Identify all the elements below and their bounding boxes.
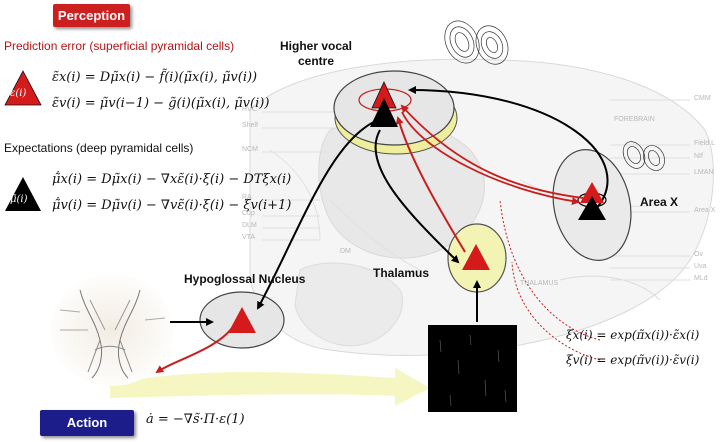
equation-action: ȧ = −∇s̃·Π·ε(1) bbox=[146, 412, 245, 427]
legend-expectation-symbol: μ̃(i) bbox=[10, 194, 28, 205]
brain-label-dlm: DLM bbox=[242, 222, 257, 229]
anatomy-sketch bbox=[50, 274, 174, 386]
brain-label-forebrain: FOREBRAIN bbox=[614, 116, 655, 123]
perception-badge: Perception bbox=[53, 4, 130, 27]
brain-label-field-l: Field L bbox=[694, 140, 715, 147]
brain-label-hvc: HVC bbox=[242, 106, 257, 113]
brain-label-lman: LMAN bbox=[694, 169, 713, 176]
brain-label-nif: NIf bbox=[694, 153, 703, 160]
hypoglossal-label: Hypoglossal Nucleus bbox=[184, 272, 305, 286]
brain-label-cup: Cup bbox=[242, 210, 255, 217]
brain-label-ra: RA bbox=[242, 194, 252, 201]
action-badge: Action bbox=[40, 410, 134, 436]
action-arrow bbox=[110, 368, 430, 406]
equation-expect-x: μ̃̇x(i) = Dμ̃x(i) − ∇xε̃(i)·ξ(i) − DTξx(… bbox=[52, 172, 291, 187]
legend-error-symbol: ε(i) bbox=[10, 88, 26, 99]
equation-xi-x: ξx(i) = exp(π̃x(i))·ε̃x(i) bbox=[566, 328, 699, 342]
area-x-label: Area X bbox=[640, 195, 678, 209]
equation-error-v: ε̃v(i) = μ̃v(i−1) − g̃(i)(μ̃x(i), μ̃v(i)… bbox=[52, 96, 269, 111]
equation-expect-v: μ̃̇v(i) = Dμ̃v(i) − ∇vε̃(i)·ξ(i) − ξv(i+… bbox=[52, 198, 291, 213]
thalamus-label: Thalamus bbox=[373, 266, 429, 280]
brain-label-cmm: CMM bbox=[694, 95, 711, 102]
brain-label-vta: VTA bbox=[242, 234, 255, 241]
hvc-label: Higher vocal centre bbox=[272, 39, 360, 69]
brain-label-ncm: NCM bbox=[242, 146, 258, 153]
brain-label-shelf: Shelf bbox=[242, 122, 258, 129]
brain-label-uva: Uva bbox=[694, 263, 706, 270]
equation-xi-v: ξv(i) = exp(π̃v(i))·ε̃v(i) bbox=[566, 353, 699, 367]
brain-label-area-x: Area X bbox=[694, 207, 715, 214]
spectrogram bbox=[428, 325, 517, 412]
expectations-heading: Expectations (deep pyramidal cells) bbox=[4, 141, 193, 155]
brain-label-dm: DM bbox=[340, 248, 351, 255]
brain-label-ov: Ov bbox=[694, 251, 703, 258]
prediction-error-heading: Prediction error (superficial pyramidal … bbox=[4, 39, 234, 53]
brain-label-thalamus: THALAMUS bbox=[520, 280, 558, 287]
brain-label-mld: MLd bbox=[694, 275, 708, 282]
equation-error-x: ε̃x(i) = Dμ̃x(i) − f̃(i)(μ̃x(i), μ̃v(i)) bbox=[52, 70, 257, 85]
